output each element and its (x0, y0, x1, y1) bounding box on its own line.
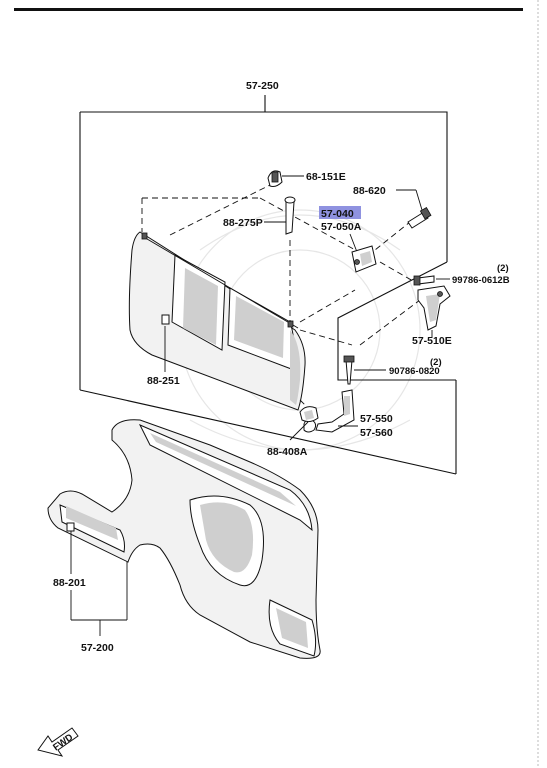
upper-assembly-frame (79, 95, 457, 475)
label-57-050a: 57-050A (321, 221, 362, 233)
highlight-box (319, 206, 361, 219)
bracket-57-510e (417, 285, 451, 338)
label-57-200: 57-200 (81, 642, 114, 654)
label-90786-0820: 90786-0820 (389, 366, 440, 377)
leaders-bottom (70, 531, 128, 636)
label-qty-top: (2) (497, 263, 509, 274)
label-88-408a: 88-408A (267, 446, 308, 458)
bolt-88-620 (396, 189, 432, 229)
label-57-550: 57-550 (360, 413, 393, 425)
screw-90786-0820 (343, 355, 386, 385)
label-57-560: 57-560 (360, 427, 393, 439)
label-57-250: 57-250 (246, 80, 279, 92)
label-99786-0612b: 99786-0612B (452, 275, 510, 286)
rod-88-275p (264, 196, 296, 235)
header-rule (14, 8, 523, 11)
label-88-201: 88-201 (53, 577, 86, 589)
fwd-arrow-icon: FWD (37, 727, 79, 757)
bumper-88-408a (289, 406, 319, 441)
label-88-251: 88-251 (147, 375, 180, 387)
bolt-99786-0612b (413, 275, 450, 286)
label-57-040: 57-040 (321, 208, 354, 220)
label-88-620: 88-620 (353, 185, 386, 197)
seat-back-panel (128, 231, 306, 411)
clip-68-151e (267, 170, 304, 187)
label-68-151e: 68-151E (306, 171, 346, 183)
label-qty-bottom: (2) (430, 357, 442, 368)
seat-cushion-assembly (47, 419, 321, 659)
hinge-57-050a (349, 233, 377, 273)
label-57-510e: 57-510E (412, 335, 452, 347)
label-88-275p: 88-275P (223, 217, 263, 229)
